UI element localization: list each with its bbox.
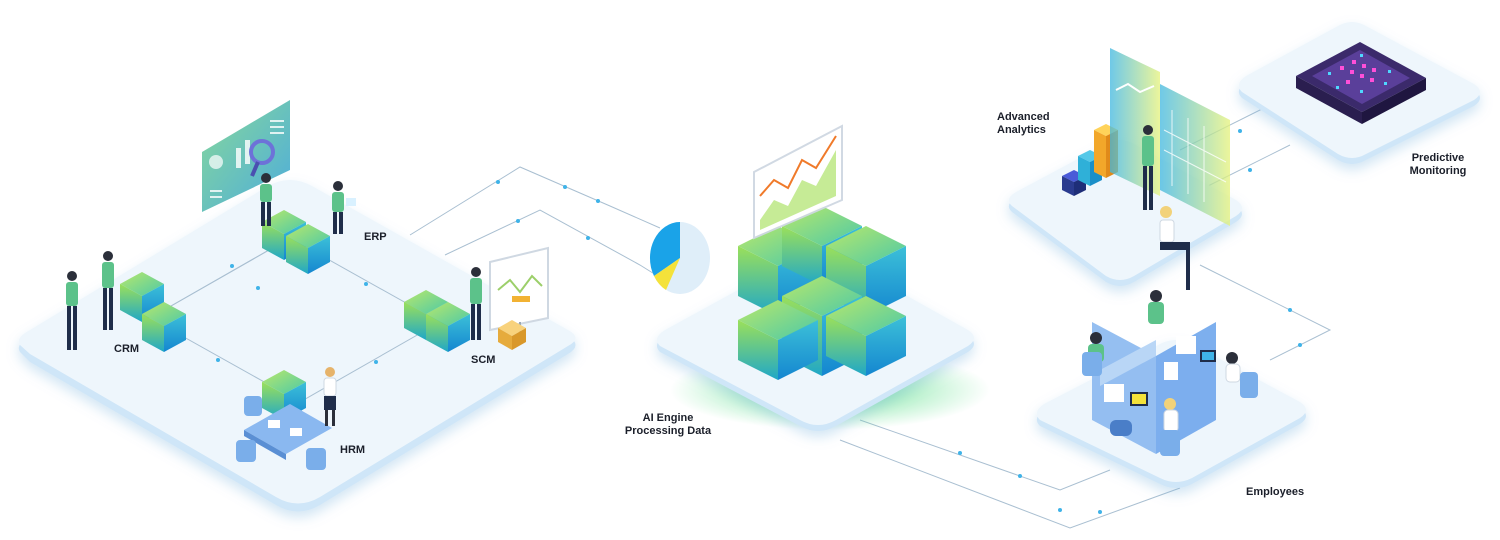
- person-analyst-standing: [1142, 125, 1154, 210]
- node: [1298, 343, 1302, 347]
- cube-cluster-scm: [404, 290, 470, 352]
- workstation-monitors: [1130, 350, 1216, 406]
- node: [1238, 129, 1242, 133]
- node: [958, 451, 962, 455]
- cardboard-boxes: [498, 320, 526, 350]
- person-crm-handshake-1: [66, 271, 78, 350]
- label-ai-engine: AI Engine Processing Data: [608, 412, 728, 438]
- ai-pie-chart: [649, 221, 710, 294]
- node: [516, 219, 520, 223]
- label-employees: Employees: [1246, 486, 1305, 498]
- scm-monitor: [489, 246, 549, 334]
- node: [230, 264, 234, 268]
- connector-scm-ai: [444, 209, 681, 291]
- label-predictive-monitoring: Predictive Monitoring: [1396, 152, 1480, 178]
- node: [1288, 308, 1292, 312]
- label-ai-engine-line2: Processing Data: [624, 425, 712, 437]
- ai-line-chart-panel: [753, 124, 843, 240]
- person-erp-tablet: [332, 181, 356, 234]
- node: [1098, 510, 1102, 514]
- node: [256, 286, 260, 290]
- node: [496, 180, 500, 184]
- office-chairs-employees: [1082, 352, 1258, 456]
- node: [364, 282, 368, 286]
- office-chairs-hrm: [236, 396, 326, 470]
- label-advanced-analytics-line2: Analytics: [997, 124, 1046, 136]
- person-analyst-seated: [1159, 206, 1190, 290]
- node: [216, 358, 220, 362]
- cube-cluster-crm: [120, 272, 186, 352]
- node: [1058, 508, 1062, 512]
- cube-cluster-erp: [262, 210, 330, 274]
- label-ai-engine-line1: AI Engine: [642, 412, 694, 424]
- person-hrm-presenter: [323, 367, 337, 426]
- label-predictive-monitoring-line2: Monitoring: [1409, 165, 1467, 177]
- label-advanced-analytics-line1: Advanced: [997, 111, 1050, 123]
- node: [596, 199, 600, 203]
- connector-nodes: [496, 129, 1302, 514]
- label-erp: ERP: [364, 231, 387, 243]
- ai-chip-icon: [1296, 42, 1426, 124]
- magnifier-icon: [249, 139, 275, 165]
- connector-employees-predictive: [1199, 264, 1332, 361]
- node: [586, 236, 590, 240]
- employee-4: [1163, 398, 1179, 433]
- hrm-meeting-desk: [244, 404, 332, 460]
- connector-ai-employees-1: [859, 419, 1111, 491]
- label-predictive-monitoring-line1: Predictive: [1411, 152, 1465, 164]
- node: [374, 360, 378, 364]
- node: [563, 185, 567, 189]
- label-hrm: HRM: [340, 444, 366, 456]
- label-crm: CRM: [114, 343, 140, 355]
- employee-2: [1148, 290, 1164, 324]
- connector-ai-employees-2: [839, 439, 1181, 529]
- grid-nodes: [216, 264, 378, 364]
- person-scm-worker: [470, 267, 482, 340]
- label-advanced-analytics: Advanced Analytics: [997, 111, 1050, 137]
- person-erp-analyst: [260, 173, 272, 226]
- label-scm: SCM: [471, 354, 496, 366]
- platform-top: [18, 180, 576, 504]
- node: [1018, 474, 1022, 478]
- employee-3: [1225, 352, 1241, 383]
- node: [1248, 168, 1252, 172]
- business-systems-platform: [18, 180, 576, 512]
- person-crm-handshake-2: [102, 251, 114, 330]
- connector-erp-ai: [409, 166, 661, 236]
- erp-dashboard-screen: [202, 100, 290, 212]
- grid-line: [149, 237, 291, 319]
